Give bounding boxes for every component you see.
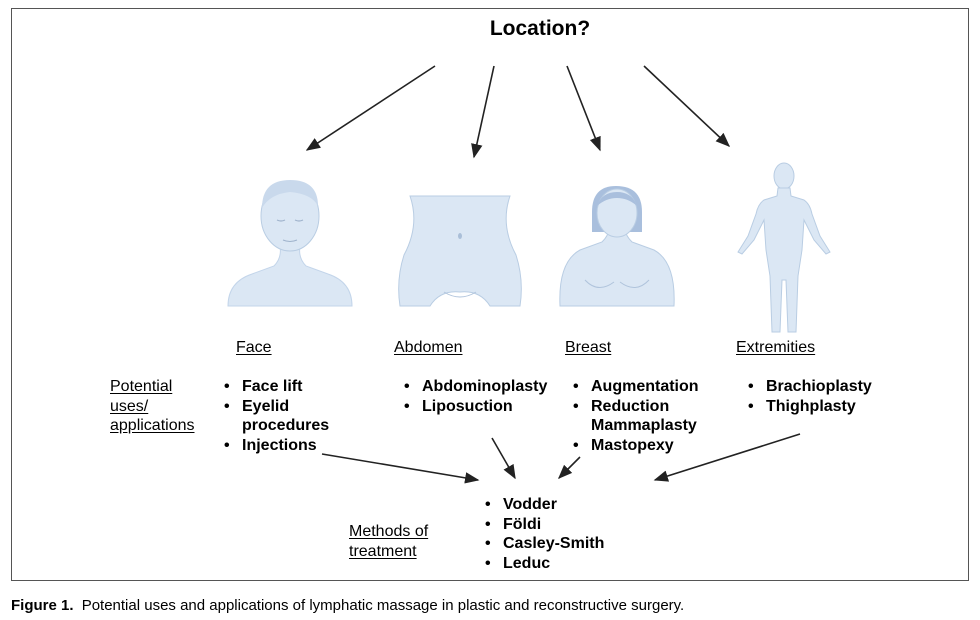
list-item: Augmentation <box>571 377 711 397</box>
list-item: Casley-Smith <box>483 534 604 554</box>
arrow-to-breast <box>566 65 601 152</box>
methods-list: Vodder Földi Casley-Smith Leduc <box>483 495 604 573</box>
caption-text: Potential uses and applications of lymph… <box>81 597 685 614</box>
list-item: Liposuction <box>402 397 547 417</box>
extremities-uses-list: Brachioplasty Thighplasty <box>746 377 872 416</box>
region-label-breast: Breast <box>565 339 612 356</box>
list-item-text: Reduction Mammaplasty <box>591 397 697 435</box>
breast-figure-icon <box>559 186 675 307</box>
breast-uses-list: Augmentation Reduction Mammaplasty Masto… <box>571 377 711 455</box>
region-label-abdomen: Abdomen <box>394 339 463 356</box>
abdomen-uses-list: Abdominoplasty Liposuction <box>402 377 547 416</box>
arrow-extremities-to-methods <box>653 433 801 482</box>
face-figure-icon <box>227 180 353 307</box>
list-item: Brachioplasty <box>746 377 872 397</box>
list-item: Face lift <box>222 377 338 397</box>
figure-caption: Figure 1. Potential uses and application… <box>11 597 684 614</box>
methods-label: Methods of treatment <box>349 523 429 560</box>
list-item: Földi <box>483 515 604 535</box>
uses-label: Potential uses/ applications <box>110 378 195 434</box>
arrow-to-face <box>305 65 436 151</box>
figure-frame <box>11 8 969 581</box>
list-item: Abdominoplasty <box>402 377 547 397</box>
arrow-abdomen-to-methods <box>491 437 516 480</box>
list-item: Injections <box>222 436 338 456</box>
face-uses-list: Face lift Eyelid procedures Injections <box>222 377 338 455</box>
list-item: Thighplasty <box>746 397 872 417</box>
list-item: Reduction Mammaplasty <box>571 397 711 436</box>
list-item: Vodder <box>483 495 604 515</box>
list-item: Eyelid procedures <box>222 397 338 436</box>
method-arrows <box>321 433 801 484</box>
full-body-figure-icon <box>737 162 831 333</box>
arrow-face-to-methods <box>321 453 480 484</box>
region-label-face: Face <box>236 339 272 356</box>
arrow-breast-to-methods <box>557 456 581 480</box>
caption-label: Figure 1. <box>11 597 74 614</box>
abdomen-figure-icon <box>398 195 522 307</box>
list-item-text: Eyelid procedures <box>242 397 330 435</box>
list-item: Leduc <box>483 554 604 574</box>
arrow-to-extremities <box>643 65 731 147</box>
diagram-title: Location? <box>489 17 591 40</box>
region-label-extremities: Extremities <box>736 339 816 356</box>
list-item: Mastopexy <box>571 436 711 456</box>
location-arrows <box>305 65 731 159</box>
arrow-to-abdomen <box>471 65 495 159</box>
